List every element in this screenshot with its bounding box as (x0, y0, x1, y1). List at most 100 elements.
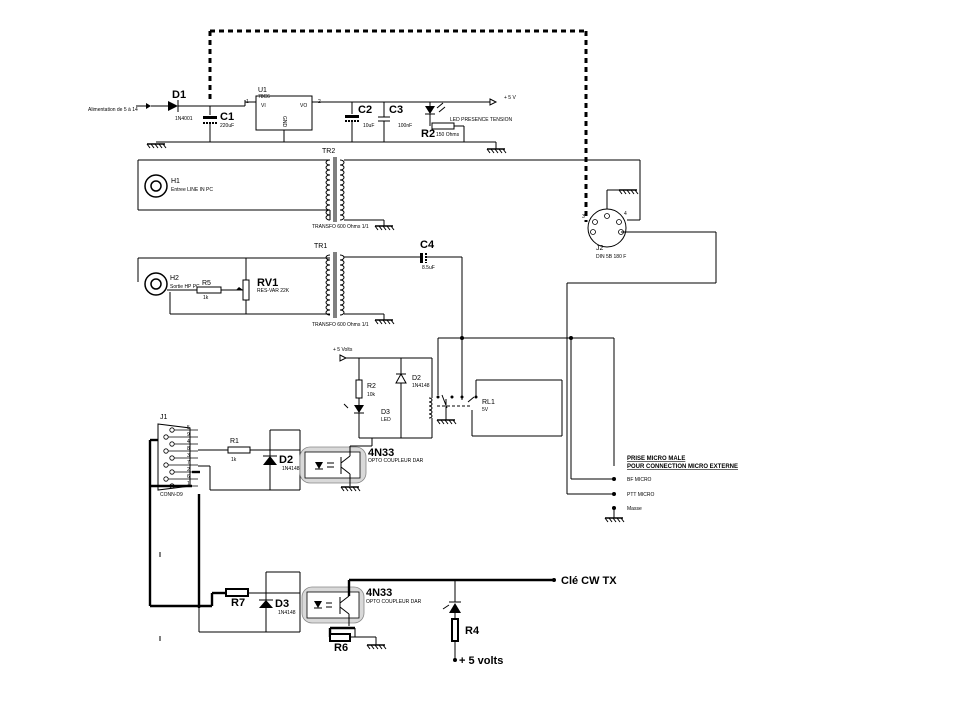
svg-text:DIN 5B 180 F: DIN 5B 180 F (596, 254, 626, 260)
capacitor-c3: C3 100nF (378, 102, 412, 142)
svg-text:RV1: RV1 (257, 277, 278, 289)
svg-text:5V: 5V (482, 407, 489, 413)
db9-pin-number: 7 (187, 460, 190, 466)
db9-pin (169, 427, 175, 433)
svg-text:H1: H1 (171, 178, 180, 185)
db9-pin (169, 455, 175, 461)
svg-text:TRANSFO 600 Ohms 1/1: TRANSFO 600 Ohms 1/1 (312, 224, 369, 230)
svg-text:RL1: RL1 (482, 399, 495, 406)
db9-pin-number: 2 (187, 467, 190, 473)
transformer-tr2-section: TR2 TRANSFO 600 Ohms 1/1 H1 Entree LINE … (137, 148, 641, 231)
jack-h1: H1 Entree LINE IN PC (144, 174, 213, 198)
diode-d2-db9: D2 1N4148 (263, 454, 300, 472)
jack-h2: H2 Sortie HP PC (144, 272, 200, 296)
svg-text:VO: VO (300, 103, 307, 109)
svg-text:R1: R1 (230, 438, 239, 445)
resistor-r5: R5 1k (167, 280, 243, 301)
svg-text:CONN-D9: CONN-D9 (160, 492, 183, 498)
svg-text:R2: R2 (421, 128, 435, 140)
svg-text:TR1: TR1 (314, 243, 327, 250)
svg-text:1N4148: 1N4148 (282, 466, 300, 472)
transformer-tr1-section: TR1 TRANSFO 600 Ohms 1/1 C4 8.5uF H2 Sor… (137, 239, 463, 400)
svg-text:R7: R7 (231, 597, 245, 609)
db9-pin (163, 448, 169, 454)
svg-text:1N4148: 1N4148 (278, 610, 296, 616)
svg-text:D2: D2 (279, 454, 293, 466)
svg-text:R2: R2 (367, 383, 376, 390)
svg-text:VI: VI (261, 103, 266, 109)
zener-r4-branch: R4 + 5 volts (442, 580, 503, 667)
svg-text:TR2: TR2 (322, 148, 335, 155)
svg-text:BF MICRO: BF MICRO (627, 477, 652, 483)
db9-pin-number: 8 (187, 446, 190, 452)
svg-text:RES-VAR 22K: RES-VAR 22K (257, 288, 290, 294)
svg-text:U1: U1 (258, 87, 267, 94)
cw-key-label: Clé CW TX (561, 575, 617, 587)
svg-text:C1: C1 (220, 111, 234, 123)
svg-text:8.5uF: 8.5uF (422, 265, 435, 271)
svg-text:220uF: 220uF (220, 123, 234, 129)
svg-text:C2: C2 (358, 104, 372, 116)
diode-d3-cw: D3 1N4148 (259, 598, 296, 616)
supply-label: Alimentation de 5 à 14 (88, 107, 138, 113)
svg-text:C3: C3 (389, 104, 403, 116)
svg-text:10k: 10k (367, 392, 376, 398)
db9-pin (163, 476, 169, 482)
svg-text:1k: 1k (231, 457, 237, 463)
resistor-r6: R6 (329, 633, 351, 654)
svg-text:R5: R5 (202, 280, 211, 287)
relay-section: + 5 Volts R2 10k D3 LED D2 1N4148 (333, 336, 615, 480)
resistor-r2-relay: R2 10k (355, 379, 376, 399)
power-supply-section: Alimentation de 5 à 14 D1 1N4001 C1 220u… (88, 29, 588, 222)
capacitor-c4: C4 8.5uF (420, 239, 435, 271)
svg-text:D1: D1 (172, 89, 186, 101)
svg-text:78C6: 78C6 (258, 94, 270, 100)
din-connector-j2: 3 4 J2 DIN 5B 180 F (566, 189, 717, 495)
svg-text:J2: J2 (596, 245, 604, 252)
svg-text:PRISE MICRO MALE: PRISE MICRO MALE (627, 456, 685, 462)
db9-pin-number: 4 (187, 439, 190, 445)
svg-text:H2: H2 (170, 275, 179, 282)
db9-pin-number: 3 (187, 453, 190, 459)
led-d3: D3 LED (343, 403, 391, 423)
svg-text:4: 4 (624, 211, 627, 217)
svg-text:Masse: Masse (627, 506, 642, 512)
svg-text:+ 5 Volts: + 5 Volts (333, 347, 353, 353)
svg-text:150 Ohms: 150 Ohms (436, 132, 460, 138)
svg-text:1N4148: 1N4148 (412, 383, 430, 389)
db9-pin (169, 469, 175, 475)
relay-rl1: RL1 5V (428, 338, 563, 438)
svg-text:3: 3 (582, 214, 585, 220)
db9-pin-number: 6 (187, 474, 190, 480)
svg-text:OPTO COUPLEUR DAR: OPTO COUPLEUR DAR (366, 599, 422, 605)
cw-vcc-label: + 5 volts (459, 655, 503, 667)
svg-text:D3: D3 (381, 409, 390, 416)
micro-connector: PRISE MICRO MALE POUR CONNECTION MICRO E… (604, 456, 738, 523)
db9-pin-number: 1 (187, 481, 190, 487)
regulator-u1: U1 78C6 VI VO GND 1 2 (245, 87, 328, 142)
svg-text:LED PRESENCE TENSION: LED PRESENCE TENSION (450, 117, 513, 123)
svg-text:R4: R4 (465, 625, 480, 637)
svg-text:4N33: 4N33 (368, 447, 394, 459)
svg-text:R6: R6 (334, 642, 348, 654)
svg-text:1k: 1k (203, 295, 209, 301)
svg-text:LED: LED (381, 417, 391, 423)
diode-d1: D1 1N4001 (168, 89, 193, 122)
resistor-r1: R1 1k (227, 438, 251, 463)
db9-pin (163, 434, 169, 440)
svg-text:PTT MICRO: PTT MICRO (627, 492, 655, 498)
svg-text:TRANSFO 600 Ohms 1/1: TRANSFO 600 Ohms 1/1 (312, 322, 369, 328)
capacitor-c1: C1 220uF (203, 106, 234, 142)
optocoupler-4n33-1: 4N33 OPTO COUPLEUR DAR (299, 446, 424, 484)
diode-d2-relay: D2 1N4148 (395, 358, 430, 438)
led-presence: LED PRESENCE TENSION (425, 102, 513, 126)
svg-text:Sortie HP PC: Sortie HP PC (170, 284, 200, 290)
svg-text:Entree LINE IN PC: Entree LINE IN PC (171, 187, 213, 193)
svg-text:OPTO COUPLEUR DAR: OPTO COUPLEUR DAR (368, 458, 424, 464)
db9-pin-number: 5 (187, 425, 190, 431)
svg-text:4N33: 4N33 (366, 587, 392, 599)
svg-text:1N4001: 1N4001 (175, 116, 193, 122)
